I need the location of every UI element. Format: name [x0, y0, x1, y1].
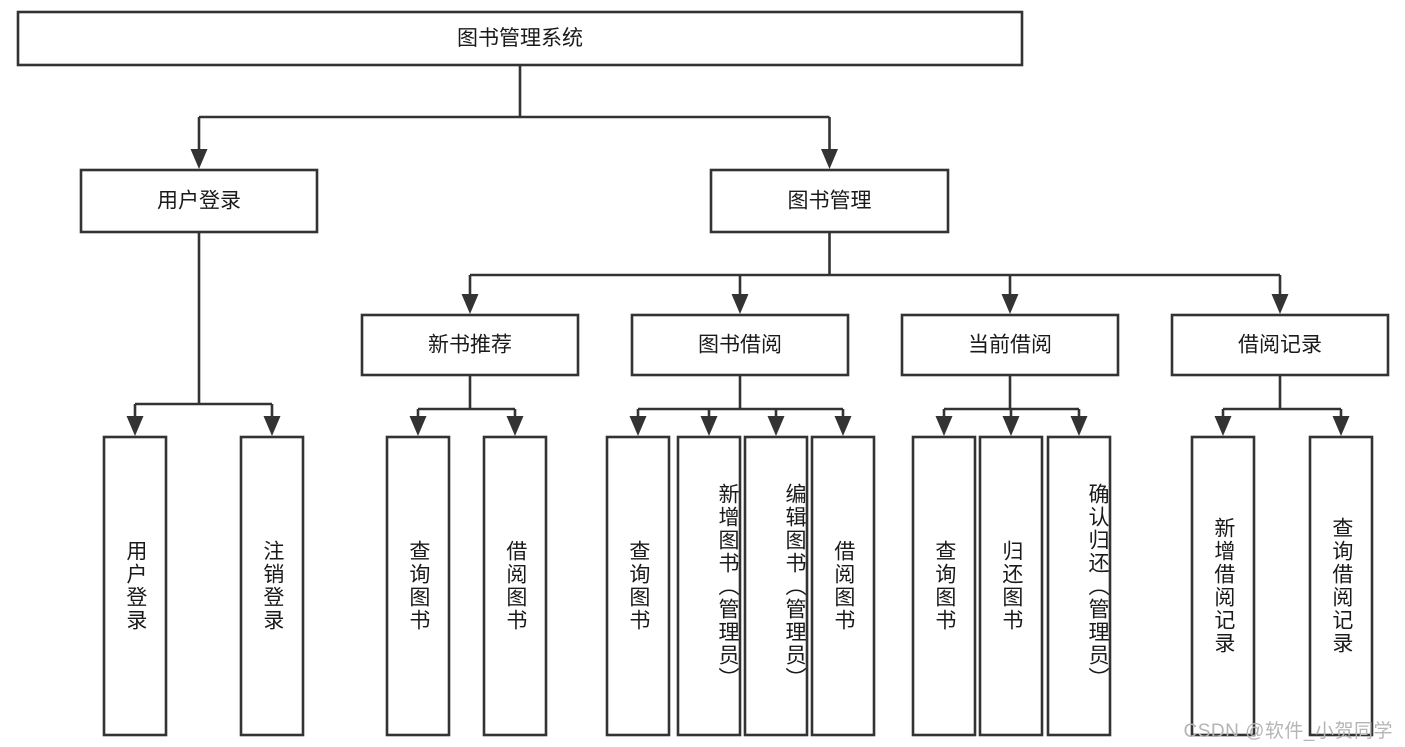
node-借阅图书-box[interactable] [810, 435, 876, 737]
level2-1-to-leaves-arrow-1 [700, 416, 718, 436]
root-to-level1-arrow-0 [190, 149, 208, 169]
node-归还图书-box[interactable] [978, 435, 1044, 737]
level2-2-to-leaves-arrow-1 [1002, 416, 1020, 436]
node-注销登录-box[interactable] [239, 435, 305, 737]
bookmgmt-to-level2-arrow-3 [1271, 294, 1289, 314]
node-boxes [16, 10, 1390, 737]
node-借阅记录-label: 借阅记录 [1238, 334, 1322, 357]
node-用户登录-label: 用户登录 [157, 190, 241, 213]
level2-0-to-leaves-arrow-0 [409, 416, 427, 436]
node-新增图书管理员-box[interactable] [676, 435, 742, 737]
node-图书管理系统-box[interactable] [16, 10, 1024, 67]
node-图书借阅-label: 图书借阅 [698, 334, 782, 357]
bookmgmt-to-level2-arrow-1 [731, 294, 749, 314]
userlogin-to-leaves-arrow-1 [263, 416, 281, 436]
node-当前借阅-label: 当前借阅 [968, 334, 1052, 357]
node-当前借阅-box[interactable] [900, 313, 1120, 377]
node-查询图书-box[interactable] [911, 435, 977, 737]
watermark-text: CSDN @软件_小贺同学 [1183, 721, 1393, 742]
level2-1-to-leaves-arrow-0 [629, 416, 647, 436]
bookmgmt-to-level2-arrow-2 [1001, 294, 1019, 314]
node-新增借阅记录-box[interactable] [1190, 435, 1256, 737]
level2-3-to-leaves-arrow-0 [1214, 416, 1232, 436]
level2-0-to-leaves-arrow-1 [506, 416, 524, 436]
level2-2-to-leaves-arrow-0 [935, 416, 953, 436]
root-to-level1-arrow-1 [821, 149, 838, 169]
level2-3-to-leaves-arrow-1 [1332, 416, 1350, 436]
node-图书管理-label: 图书管理 [788, 190, 872, 213]
node-新书推荐-box[interactable] [360, 313, 580, 377]
node-用户登录-box[interactable] [102, 435, 168, 737]
node-新书推荐-label: 新书推荐 [428, 334, 512, 357]
userlogin-to-leaves-arrow-0 [126, 416, 144, 436]
node-图书管理系统-label: 图书管理系统 [457, 27, 583, 50]
node-查询图书-box[interactable] [385, 435, 451, 737]
level2-1-to-leaves-arrow-2 [767, 416, 785, 436]
level2-1-to-leaves-arrow-3 [834, 416, 852, 436]
node-借阅图书-box[interactable] [482, 435, 548, 737]
node-查询图书-box[interactable] [605, 435, 671, 737]
node-用户登录-box[interactable] [79, 168, 319, 234]
node-编辑图书管理员-box[interactable] [743, 435, 809, 737]
node-借阅记录-box[interactable] [1170, 313, 1390, 377]
node-查询借阅记录-box[interactable] [1308, 435, 1374, 737]
node-图书借阅-box[interactable] [630, 313, 850, 377]
bookmgmt-to-level2-arrow-0 [461, 294, 479, 314]
node-确认归还管理员-box[interactable] [1046, 435, 1112, 737]
node-图书管理-box[interactable] [709, 168, 950, 234]
level2-2-to-leaves-arrow-2 [1070, 416, 1088, 436]
connector-lines [126, 65, 1350, 436]
